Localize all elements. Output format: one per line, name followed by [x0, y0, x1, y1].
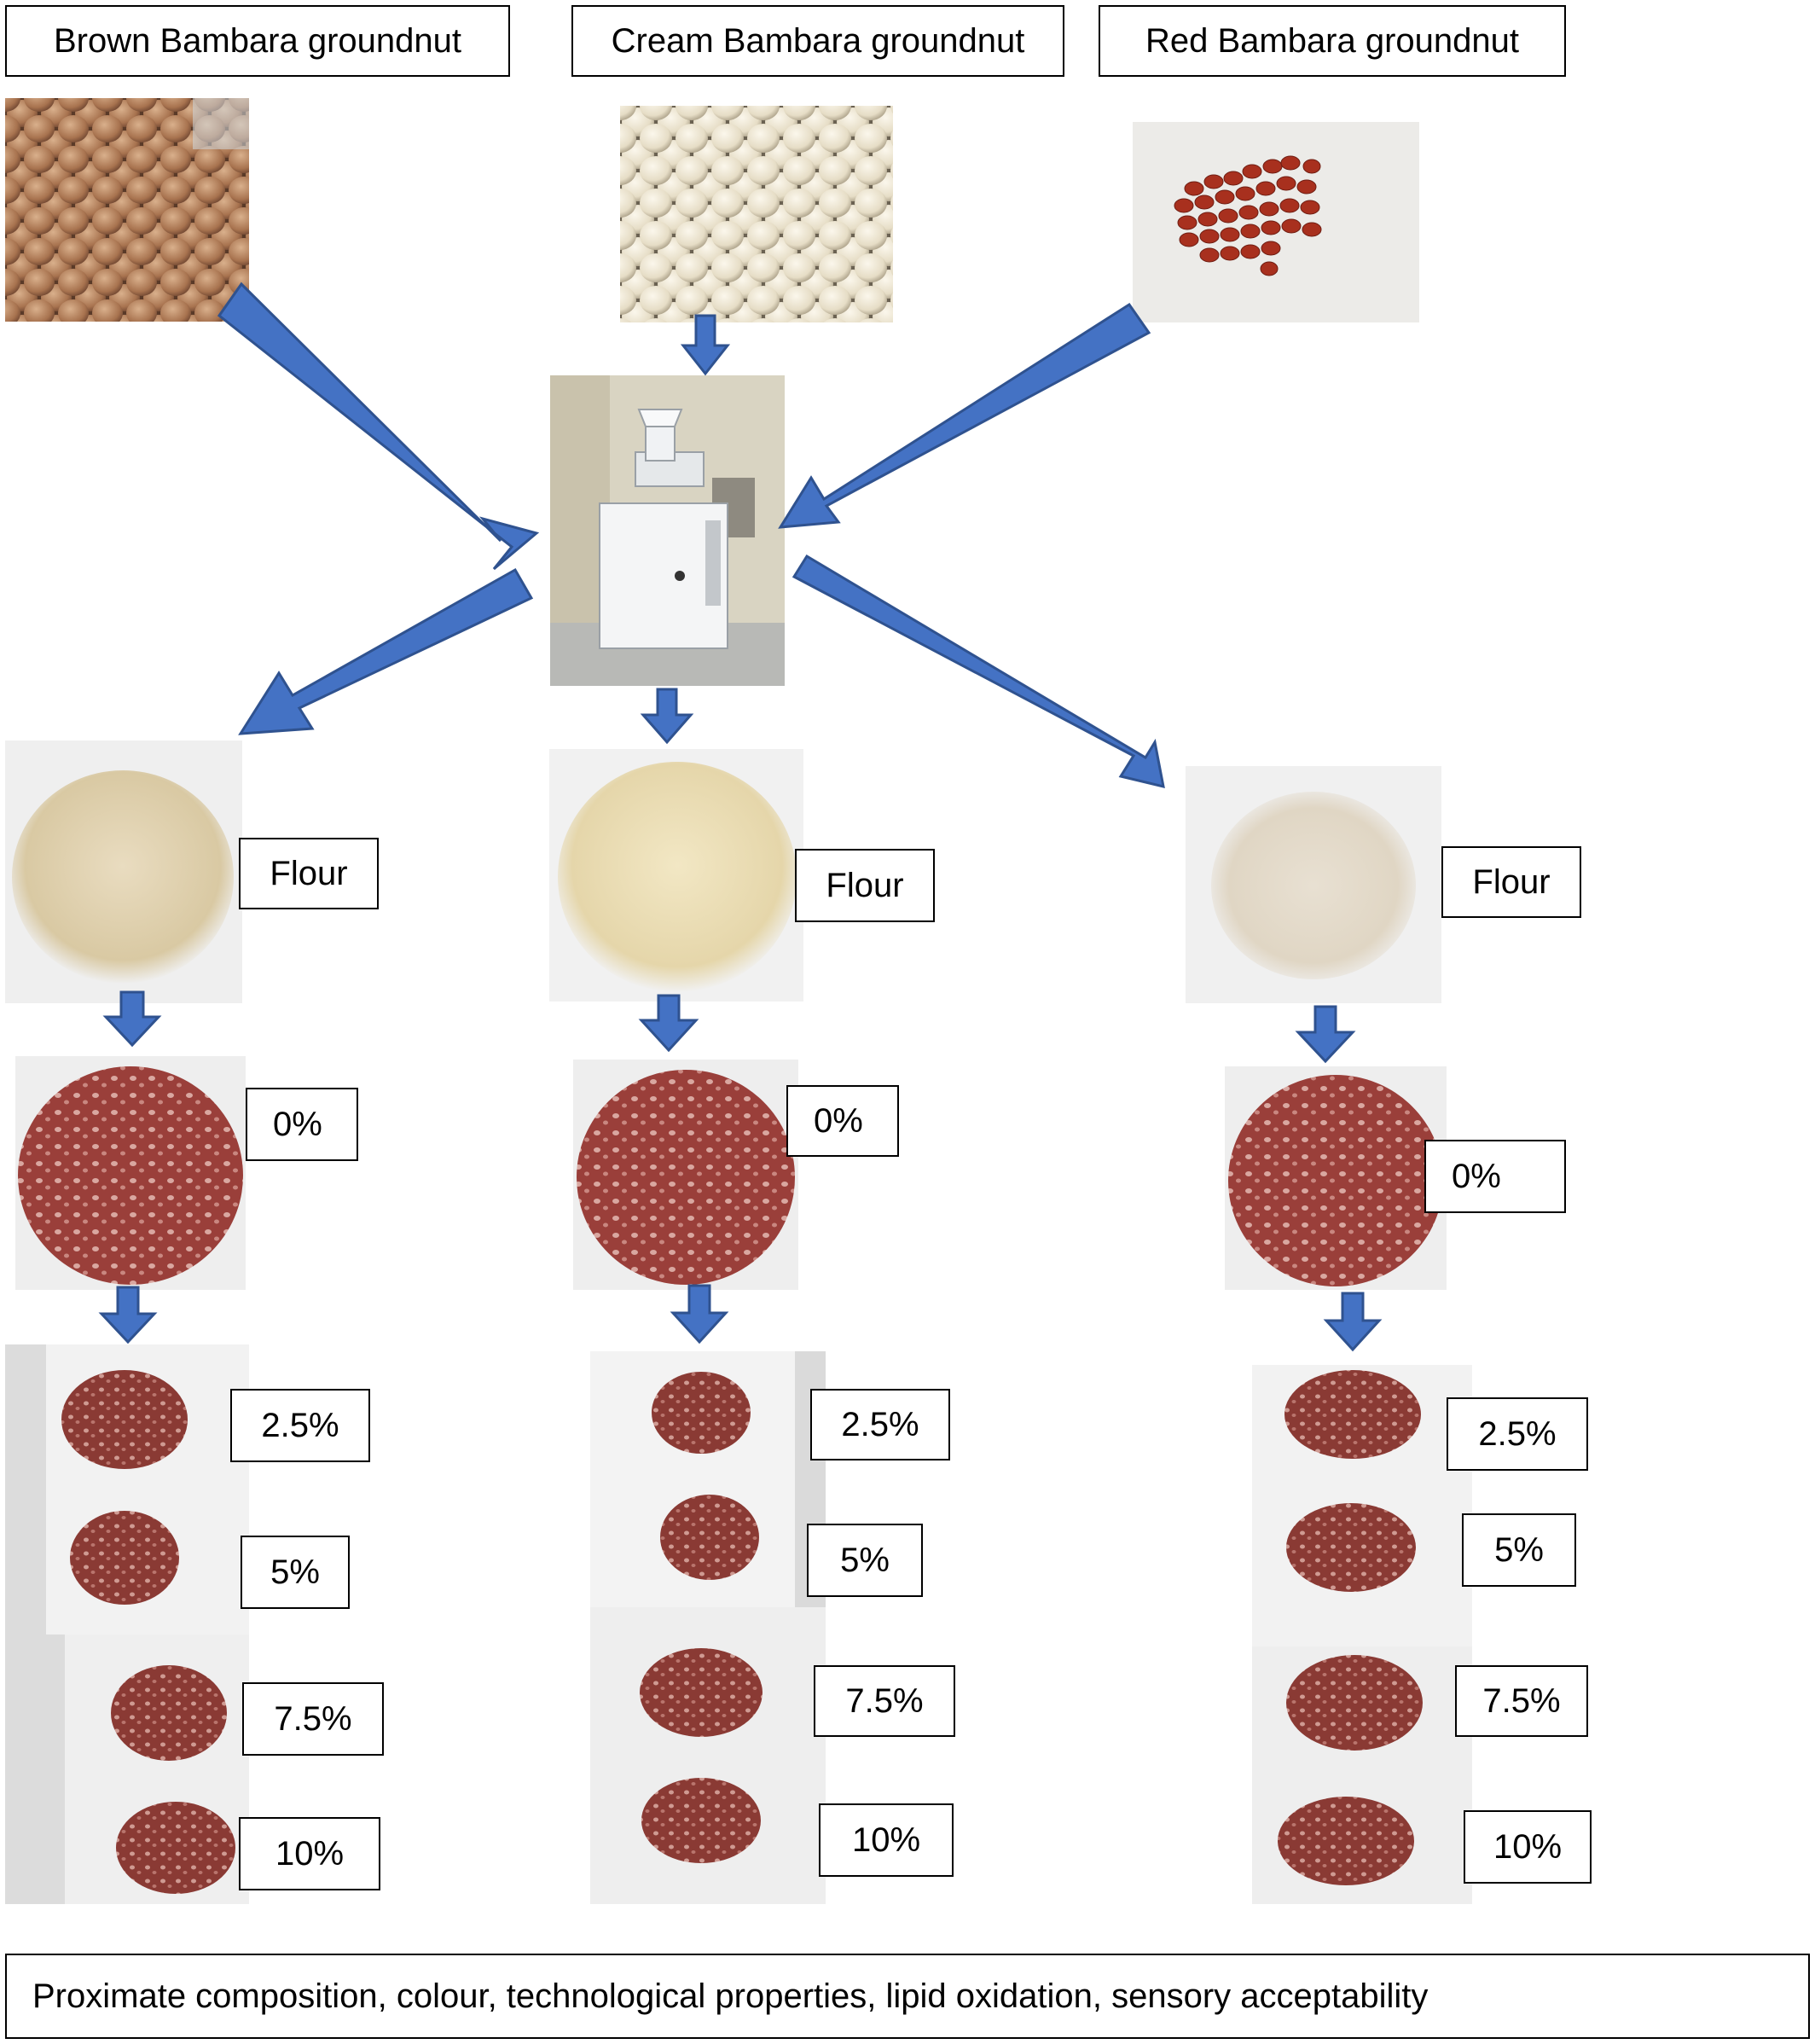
- analyses-text: Proximate composition, colour, technolog…: [32, 1977, 1429, 2015]
- cream-seeds-image: [620, 106, 893, 322]
- red-variety-text: Red Bambara groundnut: [1145, 21, 1520, 60]
- arrow-red-flour-to-control: [1295, 1005, 1356, 1064]
- cream-control-patty-image: [573, 1060, 798, 1290]
- red-2.5pct-label: 2.5%: [1447, 1397, 1588, 1471]
- red-flour-label: Flour: [1441, 846, 1581, 918]
- red-seeds-image: [1133, 122, 1419, 322]
- brown-5pct-text: 5%: [270, 1553, 320, 1591]
- grinding-mill-image: [550, 375, 785, 686]
- cream-2.5pct-text: 2.5%: [841, 1405, 919, 1443]
- brown-flour-label: Flour: [239, 838, 379, 909]
- brown-flour-photo: [5, 740, 242, 1003]
- red-5pct-text: 5%: [1494, 1530, 1544, 1569]
- red-0pct-text: 0%: [1452, 1157, 1501, 1195]
- grinding-mill-photo: [550, 375, 785, 686]
- arrow-red-seeds-to-mill: [778, 302, 1151, 529]
- cream-control-patty-photo: [573, 1060, 798, 1290]
- arrow-brown-seeds-to-mill: [217, 282, 540, 571]
- analyses-box: Proximate composition, colour, technolog…: [5, 1954, 1810, 2039]
- brown-patties-photo: [5, 1344, 249, 1904]
- cream-patties-photo: [590, 1351, 826, 1904]
- cream-seeds-photo: [620, 106, 893, 322]
- arrow-cream-flour-to-control: [638, 994, 699, 1053]
- cream-flour-label: Flour: [795, 849, 935, 922]
- cream-7.5pct-text: 7.5%: [845, 1681, 924, 1720]
- brown-0pct-label: 0%: [246, 1088, 358, 1161]
- brown-0pct-text: 0%: [273, 1105, 322, 1143]
- cream-flour-image: [549, 749, 803, 1002]
- red-2.5pct-text: 2.5%: [1478, 1414, 1557, 1453]
- cream-2.5pct-label: 2.5%: [810, 1389, 950, 1460]
- red-flour-image: [1186, 766, 1441, 1003]
- brown-2.5pct-text: 2.5%: [261, 1406, 339, 1444]
- brown-10pct-label: 10%: [239, 1817, 380, 1890]
- arrow-brown-flour-to-control: [102, 990, 162, 1048]
- red-control-patty-image: [1225, 1066, 1447, 1290]
- brown-control-patty-photo: [15, 1056, 246, 1290]
- brown-10pct-text: 10%: [275, 1834, 345, 1873]
- red-0pct-label: 0%: [1424, 1140, 1566, 1213]
- brown-7.5pct-label: 7.5%: [242, 1682, 384, 1756]
- brown-5pct-label: 5%: [241, 1536, 350, 1609]
- brown-variety-label: Brown Bambara groundnut: [5, 5, 510, 77]
- red-10pct-label: 10%: [1464, 1810, 1592, 1884]
- cream-flour-text: Flour: [826, 866, 904, 904]
- brown-flour-image: [5, 740, 242, 1003]
- red-5pct-label: 5%: [1462, 1513, 1576, 1587]
- brown-2.5pct-label: 2.5%: [230, 1389, 370, 1462]
- cream-variety-label: Cream Bambara groundnut: [571, 5, 1064, 77]
- brown-patties-image: [5, 1344, 249, 1904]
- brown-7.5pct-text: 7.5%: [274, 1699, 352, 1738]
- red-variety-label: Red Bambara groundnut: [1099, 5, 1566, 77]
- arrow-mill-to-brown-flour: [238, 567, 534, 735]
- cream-patties-image: [590, 1351, 826, 1904]
- red-flour-text: Flour: [1472, 862, 1551, 901]
- cream-10pct-label: 10%: [819, 1803, 954, 1877]
- cream-10pct-text: 10%: [851, 1820, 921, 1859]
- red-flour-photo: [1186, 766, 1441, 1003]
- red-10pct-text: 10%: [1493, 1827, 1563, 1866]
- brown-flour-text: Flour: [270, 854, 348, 892]
- red-patties-photo: [1252, 1365, 1472, 1904]
- cream-flour-photo: [549, 749, 803, 1002]
- arrow-brown-control-to-patties: [98, 1286, 158, 1344]
- red-seeds-photo: [1133, 122, 1419, 322]
- cream-0pct-text: 0%: [814, 1101, 863, 1140]
- arrow-cream-control-to-patties: [670, 1284, 729, 1344]
- brown-seeds-image: [5, 98, 249, 322]
- cream-variety-text: Cream Bambara groundnut: [611, 21, 1025, 60]
- red-control-patty-photo: [1225, 1066, 1447, 1290]
- cream-0pct-label: 0%: [786, 1085, 899, 1157]
- arrow-cream-seeds-to-mill: [680, 314, 731, 376]
- brown-seeds-photo: [5, 98, 249, 322]
- brown-control-patty-image: [15, 1056, 246, 1290]
- brown-variety-text: Brown Bambara groundnut: [53, 21, 462, 60]
- cream-7.5pct-label: 7.5%: [814, 1665, 955, 1737]
- red-7.5pct-label: 7.5%: [1455, 1665, 1588, 1737]
- arrow-mill-to-red-flour: [792, 554, 1165, 789]
- arrow-red-control-to-patties: [1323, 1292, 1383, 1352]
- cream-5pct-text: 5%: [840, 1541, 890, 1579]
- arrow-mill-to-cream-flour: [640, 688, 694, 745]
- red-patties-image: [1252, 1365, 1472, 1904]
- red-7.5pct-text: 7.5%: [1482, 1681, 1561, 1720]
- cream-5pct-label: 5%: [807, 1524, 923, 1597]
